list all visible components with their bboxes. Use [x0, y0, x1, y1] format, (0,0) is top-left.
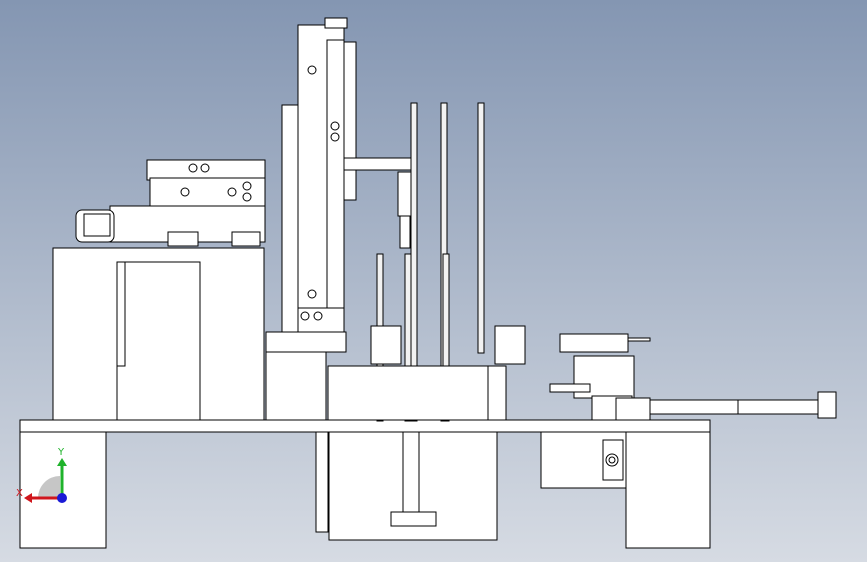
coordinate-triad: Y X	[16, 447, 67, 503]
bolt-e	[188, 163, 198, 173]
column-bolt-a	[330, 121, 340, 131]
valve-block[interactable]	[559, 333, 629, 353]
bolt-f	[200, 163, 210, 173]
rod-5[interactable]	[404, 253, 412, 422]
column-back[interactable]	[281, 104, 301, 336]
column-base[interactable]	[265, 331, 347, 353]
y-axis-arrow	[57, 458, 67, 466]
valve-stem	[627, 337, 651, 342]
roller-band	[83, 213, 111, 237]
bolt-c	[242, 181, 252, 191]
base-plate[interactable]	[19, 419, 711, 433]
bolt-b	[227, 187, 237, 197]
slide-block-b[interactable]	[231, 231, 261, 247]
x-axis-arrow	[24, 493, 32, 503]
left-frame-window[interactable]	[116, 261, 201, 421]
inner-cylinder-foot[interactable]	[390, 511, 437, 527]
y-axis-label: Y	[57, 447, 65, 458]
machine-assembly[interactable]	[19, 17, 837, 549]
column-bolt-low	[307, 289, 317, 299]
cylinder-body[interactable]	[615, 397, 651, 421]
center-block[interactable]	[327, 365, 489, 421]
base-leg-left[interactable]	[19, 431, 107, 549]
left-rail[interactable]	[116, 261, 126, 367]
center-clamp-left[interactable]	[370, 325, 402, 365]
inner-cylinder[interactable]	[402, 431, 420, 518]
center-side-block[interactable]	[487, 365, 507, 421]
bolt-d	[242, 192, 252, 202]
base-leg-right[interactable]	[625, 431, 711, 549]
lower-bolt-inner	[608, 456, 616, 464]
column-bolt-b	[330, 132, 340, 142]
z-axis-marker	[57, 493, 67, 503]
gripper-tip[interactable]	[399, 215, 411, 249]
cylinder-barrel[interactable]	[737, 399, 823, 415]
bolt-a	[180, 187, 190, 197]
rod-3[interactable]	[477, 102, 485, 354]
slide-arm[interactable]	[549, 383, 591, 393]
rod-6[interactable]	[442, 253, 450, 422]
center-clamp-right[interactable]	[494, 325, 526, 365]
column-rail[interactable]	[326, 39, 345, 331]
arm[interactable]	[343, 157, 417, 171]
cylinder-cap[interactable]	[817, 391, 837, 419]
column-bolt-top	[307, 65, 317, 75]
x-axis-label: X	[16, 488, 23, 499]
column-base-lower[interactable]	[265, 351, 327, 421]
left-rail-lower[interactable]	[315, 431, 329, 533]
triad-plane	[38, 476, 60, 498]
column-side[interactable]	[343, 41, 357, 201]
foot-bolt-b	[313, 311, 323, 321]
slide-block-a[interactable]	[167, 231, 199, 247]
cylinder-rod[interactable]	[649, 399, 751, 415]
column-cap[interactable]	[324, 17, 348, 29]
foot-bolt-a	[300, 311, 310, 321]
